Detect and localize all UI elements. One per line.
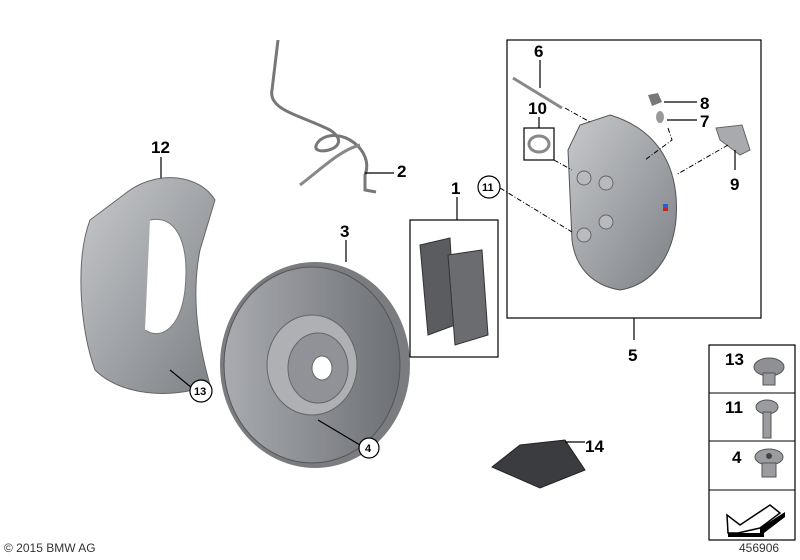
callout-11: 11 [482,182,494,194]
bleed-valve[interactable] [656,111,664,123]
grease-pack[interactable] [491,439,586,489]
brake-wear-sensor[interactable] [270,39,377,194]
brake-dust-shield[interactable] [80,177,216,394]
callout-8: 8 [700,94,709,113]
callout-4-circle [358,437,380,459]
callout-14: 14 [585,437,604,456]
flange-bolt-icon[interactable] [753,357,785,386]
arrow-next-page-icon[interactable] [726,504,785,537]
m-badge-blue [663,204,668,208]
legend-label-4: 4 [732,448,742,467]
diagram-number: 456906 [739,541,780,555]
copyright: © 2015 BMW AG [4,541,96,555]
brake-disc[interactable] [220,262,410,468]
callout-11-circle [477,175,501,199]
callout-13-circle [189,379,213,403]
bleed-cap[interactable] [648,93,662,106]
callout-13: 13 [194,386,206,398]
callout-12: 12 [151,138,170,157]
callout-3: 3 [340,222,349,241]
callout-5: 5 [628,346,637,365]
long-bolt-icon[interactable] [755,399,779,439]
brake-caliper[interactable] [567,114,677,291]
fastener-legend: 13 11 4 [708,344,796,541]
callout-1: 1 [451,179,460,198]
callout-10: 10 [528,99,547,118]
guide-pin[interactable] [512,76,563,110]
retaining-spring[interactable] [715,124,751,156]
legend-label-13: 13 [725,350,744,369]
legend-label-11: 11 [725,398,743,417]
countersunk-screw-icon[interactable] [754,448,784,478]
seal-ring[interactable] [527,134,551,154]
callout-4: 4 [365,443,372,455]
brake-pads[interactable] [419,237,489,346]
callout-2: 2 [397,162,406,181]
brake-pads-box [409,219,499,358]
callout-6: 6 [534,42,543,61]
m-badge-red [663,208,668,211]
callout-7: 7 [700,112,709,131]
callout-9: 9 [730,175,739,194]
